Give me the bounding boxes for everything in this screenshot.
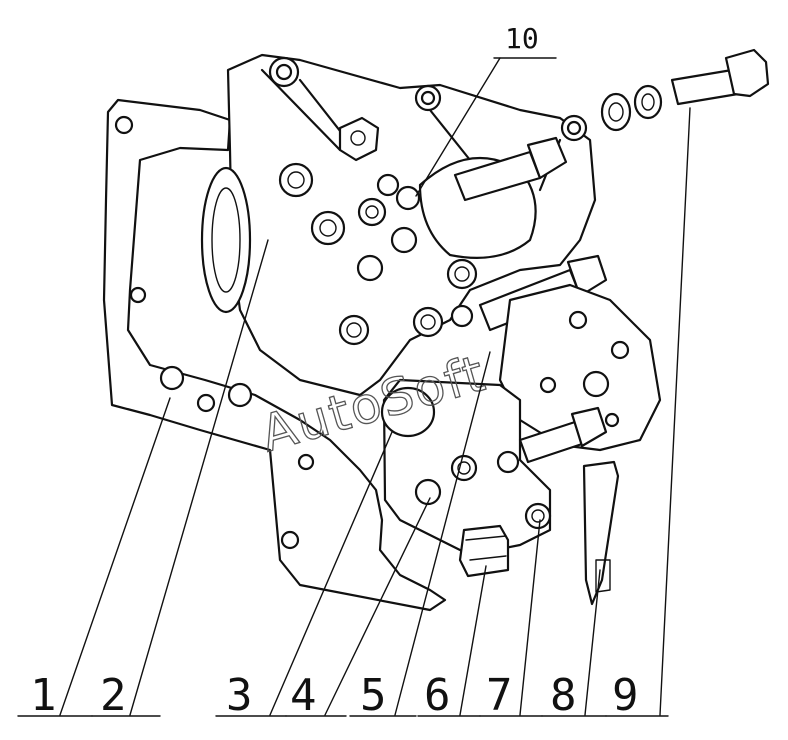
- callout-2: 2: [100, 670, 127, 721]
- callout-4: 4: [290, 670, 317, 721]
- callout-9: 9: [612, 670, 639, 721]
- long-bolt-upper: [453, 136, 568, 202]
- taper-pin: [582, 460, 620, 606]
- long-bolt-lower: [518, 406, 608, 464]
- callout-labels: 10 1 2 3 4 5 6 7 8 9: [17, 22, 669, 721]
- cover-plate: [498, 283, 662, 452]
- valve-body: [200, 53, 597, 397]
- callout-3: 3: [226, 670, 253, 721]
- callout-1: 1: [30, 670, 57, 721]
- washers-and-bolt: [600, 48, 770, 132]
- callout-8: 8: [550, 670, 577, 721]
- callout-5: 5: [360, 670, 387, 721]
- callout-6: 6: [424, 670, 451, 721]
- top-small-bolt: [338, 116, 380, 162]
- callout-7: 7: [486, 670, 513, 721]
- gasket-plate: [102, 98, 447, 612]
- lower-valve-block: [380, 378, 552, 557]
- plug-nut: [458, 524, 510, 578]
- leader-lines: [59, 57, 691, 716]
- callout-10: 10: [505, 22, 539, 55]
